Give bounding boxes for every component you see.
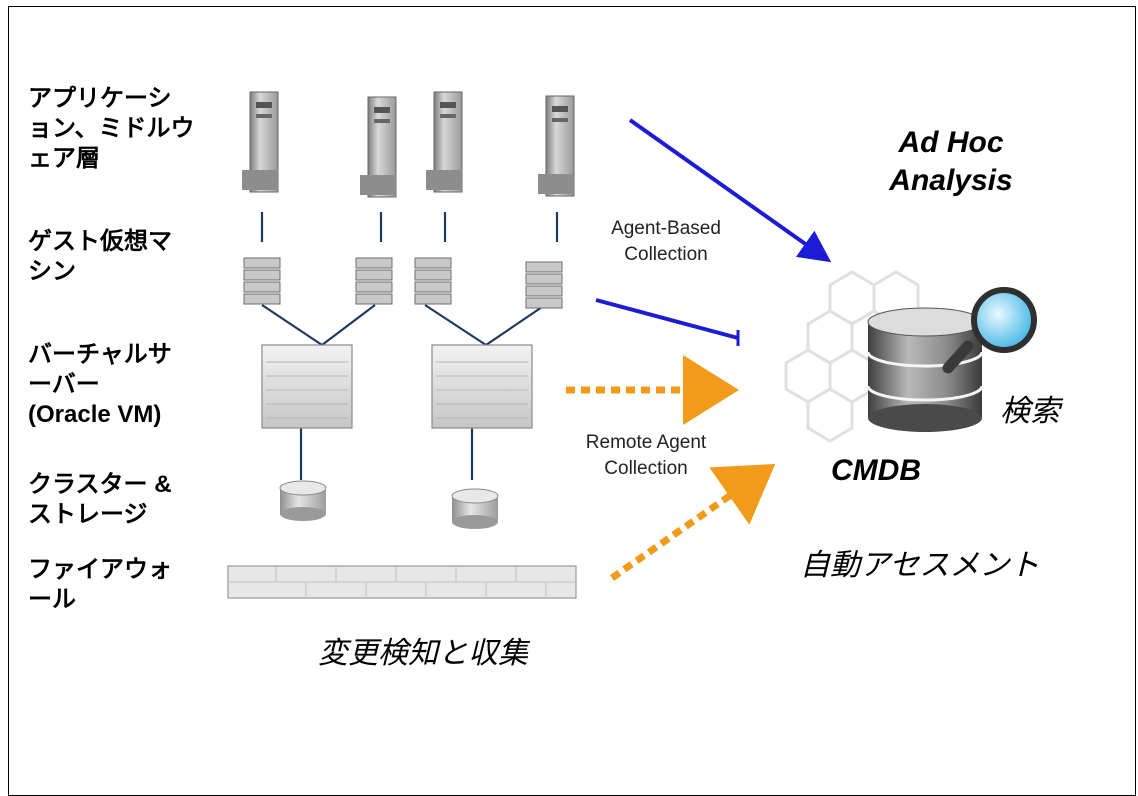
- layer-label-guest-vm: ゲスト仮想マ シン: [28, 228, 172, 285]
- layer-label-firewall: ファイアウォ ール: [28, 556, 172, 613]
- agent-arrow-cmdb: [595, 298, 739, 340]
- storage-disk-icon: [279, 480, 327, 521]
- storage-disk-icon: [451, 488, 499, 529]
- layer-label-virtual-server: バーチャルサ ーバー (Oracle VM): [28, 341, 172, 428]
- change-detection-label: 変更検知と収集: [318, 637, 528, 670]
- database-search-icon: [866, 287, 1037, 432]
- ad-hoc-analysis-label: Ad Hoc Analysis: [889, 126, 1013, 197]
- search-label: 検索: [1000, 395, 1060, 428]
- vm-stack-icon: [525, 261, 563, 309]
- blade-server-icon: [261, 344, 353, 429]
- tower-server-icon: [426, 91, 463, 193]
- firewall-icon: [227, 565, 577, 599]
- tower-server-icon: [360, 96, 397, 198]
- agent-based-collection-label: Agent-Based Collection: [611, 218, 721, 265]
- tower-server-icon: [538, 95, 575, 197]
- vm-stack-icon: [243, 257, 281, 305]
- tower-server-icon: [242, 91, 279, 193]
- agent-arrow-ad-hoc: [628, 118, 832, 263]
- auto-assessment-label: 自動アセスメント: [800, 549, 1040, 582]
- remote-arrow-firewall: [609, 463, 776, 581]
- cmdb-label: CMDB: [831, 454, 921, 487]
- blade-server-icon: [431, 344, 533, 429]
- vm-stack-icon: [355, 257, 393, 305]
- layer-label-app: アプリケーシ ョン、ミドルウ ェア層: [28, 85, 195, 172]
- layer-label-cluster-storage: クラスター & ストレージ: [28, 471, 172, 528]
- remote-agent-collection-label: Remote Agent Collection: [585, 432, 707, 479]
- tier-connectors: [260, 212, 559, 480]
- vm-stack-icon: [414, 257, 452, 305]
